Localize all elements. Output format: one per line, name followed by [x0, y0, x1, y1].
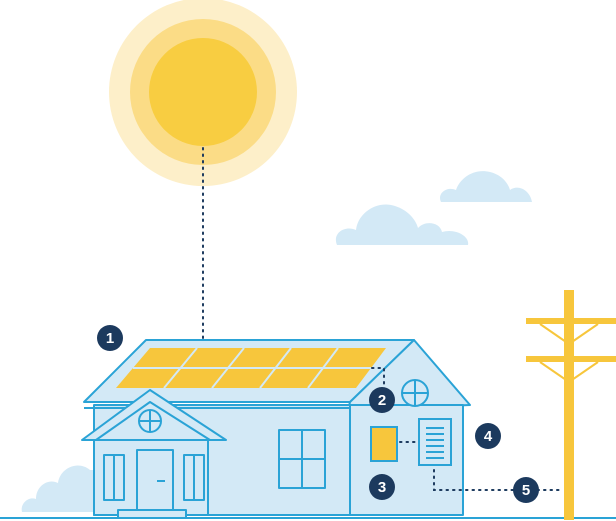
callout-1: 1	[97, 325, 123, 351]
svg-text:1: 1	[106, 330, 114, 347]
callout-2: 2	[369, 387, 395, 413]
cloud-icon	[440, 171, 532, 202]
inverter-icon	[370, 426, 398, 462]
callout-4: 4	[475, 423, 501, 449]
svg-text:5: 5	[522, 482, 530, 499]
electric-panel-icon	[418, 418, 452, 466]
svg-text:4: 4	[484, 428, 493, 445]
callout-3: 3	[369, 474, 395, 500]
svg-text:3: 3	[378, 479, 386, 496]
svg-text:2: 2	[378, 392, 386, 409]
cloud-icon	[335, 204, 469, 245]
utility-pole-icon	[526, 290, 616, 520]
sun-icon	[109, 0, 297, 186]
callout-5: 5	[513, 477, 539, 503]
solar-panel-array-icon	[116, 347, 386, 389]
bush-icon	[21, 465, 101, 512]
